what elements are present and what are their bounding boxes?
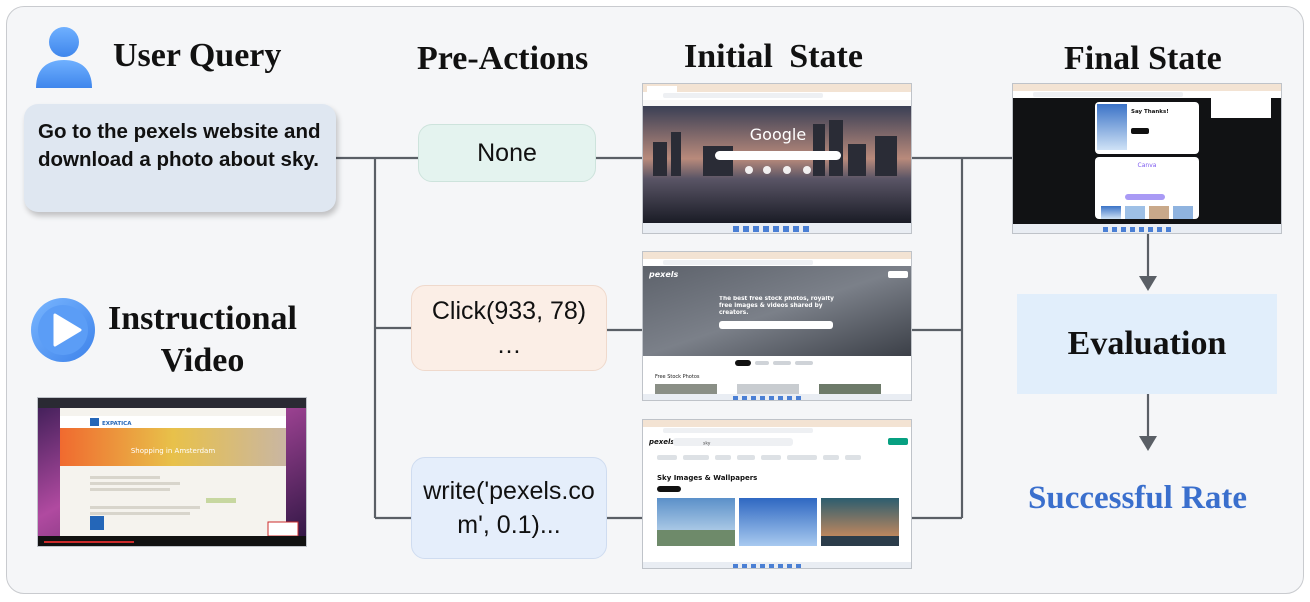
initial-state-google-screenshot: Google <box>642 83 912 234</box>
play-icon <box>31 298 95 362</box>
pexels-search-logo: pexels <box>648 438 675 446</box>
initial-state-heading: Initial State <box>684 38 863 75</box>
pre-actions-heading: Pre-Actions <box>417 40 589 77</box>
pre-action-none: None <box>418 124 596 182</box>
pre-action-click-label: Click(933, 78) <box>431 297 587 325</box>
evaluation-box: Evaluation <box>1017 294 1277 394</box>
pexels-search-query: sky <box>703 441 711 447</box>
user-query-heading: User Query <box>113 37 282 74</box>
pre-action-none-label: None <box>477 139 537 167</box>
video-banner-text: Shopping in Amsterdam <box>131 447 215 455</box>
initial-state-pexels-home-screenshot: pexels The best free stock photos, royal… <box>642 251 912 401</box>
pexels-free-photos-label: Free Stock Photos <box>655 374 700 380</box>
pre-action-write-line1: write('pexels.co <box>423 477 595 505</box>
final-state-heading: Final State <box>1064 40 1222 77</box>
video-site-logo: EXPATICA <box>102 421 132 427</box>
evaluation-label: Evaluation <box>1067 325 1227 362</box>
final-say-thanks: Say Thanks! <box>1131 109 1169 115</box>
instructional-video-heading: Instructional Video <box>108 300 297 379</box>
pexels-hero-text: The best free stock photos, royalty free… <box>719 296 834 316</box>
final-state-screenshot: Say Thanks! Canva <box>1012 83 1282 234</box>
user-icon <box>36 27 92 88</box>
pexels-logo: pexels <box>648 270 678 279</box>
pre-action-click: Click(933, 78) … <box>411 285 607 371</box>
successful-rate-label: Successful Rate <box>1028 480 1248 516</box>
pre-action-write: write('pexels.co m', 0.1)... <box>411 457 607 559</box>
instructional-video-screenshot: EXPATICA Shopping in Amsterdam <box>37 397 307 547</box>
pre-action-click-ellipsis: … <box>496 331 522 359</box>
final-canva-label: Canva <box>1138 162 1157 169</box>
pexels-search-heading: Sky Images & Wallpapers <box>657 474 757 482</box>
pre-action-write-line2: m', 0.1)... <box>457 511 561 539</box>
user-query-box: Go to the pexels website and download a … <box>24 104 336 212</box>
initial-state-pexels-search-screenshot: pexels sky Sky Images & Wallpapers <box>642 419 912 569</box>
google-logo: Google <box>750 125 806 144</box>
